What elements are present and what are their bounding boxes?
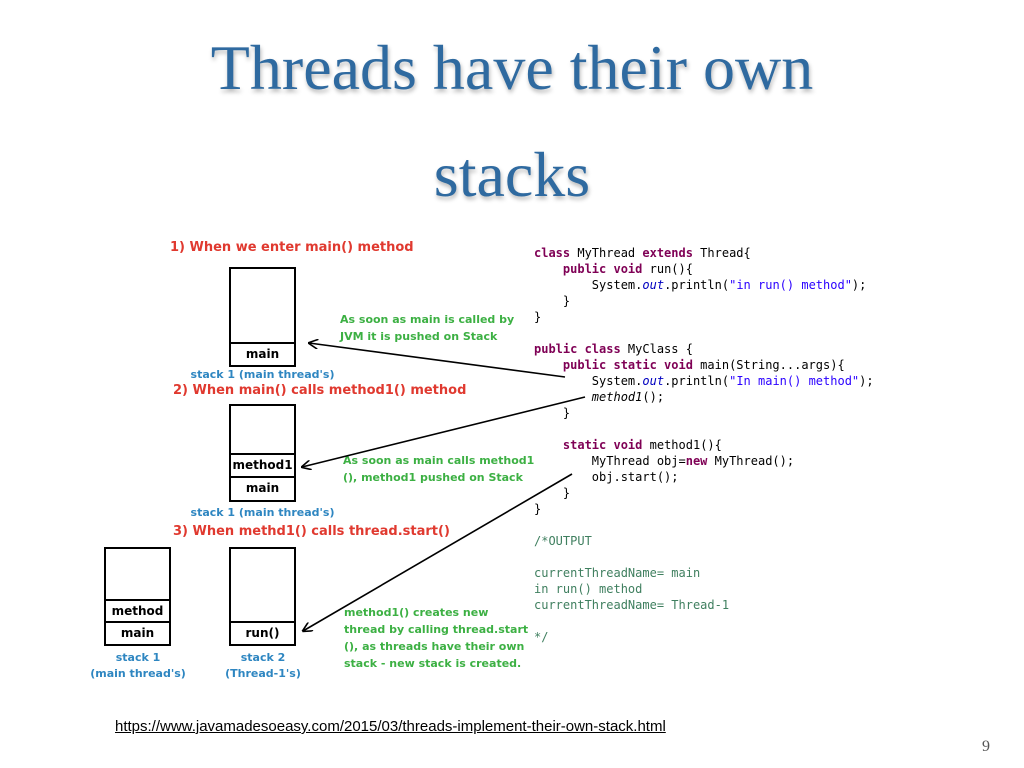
arrow-start-to-stack2 <box>303 473 573 631</box>
code-line: } <box>534 310 542 324</box>
code-line: public static void main(String...args){ <box>562 358 845 372</box>
step3-frame-main: main <box>104 621 171 646</box>
code-listing: class MyThread extends Thread{ public vo… <box>534 245 874 645</box>
code-line: obj.start(); <box>534 470 679 484</box>
step3-main-stack-label-line-1: stack 1 <box>115 651 161 664</box>
step2-frame-method1: method1 <box>229 453 296 478</box>
step3-note-line-4: stack - new stack is created. <box>344 657 522 670</box>
step3-frame-run: run() <box>229 621 296 646</box>
source-url-link[interactable]: https://www.javamadesoeasy.com/2015/03/t… <box>115 718 666 735</box>
code-line: currentThreadName= main <box>534 566 701 580</box>
step1-stack-label: stack 1 (main thread's) <box>190 368 335 381</box>
slide-title-line-2: stacks <box>433 139 591 210</box>
code-line: */ <box>534 630 549 644</box>
code-line: System.out.println("in run() method"); <box>534 278 867 292</box>
step3-note-line-1: method1() creates new <box>344 606 489 619</box>
code-line: } <box>534 486 571 500</box>
step3-thread-stack-label-line-2: (Thread-1's) <box>225 667 301 680</box>
step1-note: As soon as main is called by JVM it is p… <box>340 311 514 345</box>
arrow-main-to-stack1 <box>309 343 566 378</box>
step3-thread-stack-label-line-1: stack 2 <box>240 651 286 664</box>
step3-heading: 3) When methd1() calls thread.start() <box>173 524 450 539</box>
step3-note-line-2: thread by calling thread.start <box>344 623 529 636</box>
arrow-method1-to-stack1 <box>302 396 586 467</box>
step2-frame-main: main <box>229 476 296 502</box>
code-line: currentThreadName= Thread-1 <box>534 598 730 612</box>
step3-main-stack-label: stack 1 (main thread's) <box>78 650 198 682</box>
code-line: } <box>534 502 542 516</box>
step2-stack-box: method1 main <box>229 404 296 502</box>
step1-heading: 1) When we enter main() method <box>170 240 414 255</box>
code-line: public class MyClass { <box>534 342 693 356</box>
step3-main-stack-box: method main <box>104 547 171 646</box>
code-line: static void method1(){ <box>562 438 722 452</box>
code-line: in run() method <box>534 582 643 596</box>
step3-thread-stack-box: run() <box>229 547 296 646</box>
step3-main-stack-label-line-2: (main thread's) <box>90 667 186 680</box>
code-line: class MyThread extends Thread{ <box>534 246 751 260</box>
step1-stack-box: main <box>229 267 296 367</box>
code-line: public void run(){ <box>562 262 693 276</box>
step2-heading: 2) When main() calls method1() method <box>173 383 467 398</box>
step3-note-line-3: (), as threads have their own <box>344 640 525 653</box>
code-line: method1(); <box>591 390 665 404</box>
code-line: } <box>534 406 571 420</box>
code-line: } <box>534 294 571 308</box>
step1-note-line-2: JVM it is pushed on Stack <box>340 330 498 343</box>
page-number: 9 <box>982 738 990 755</box>
step1-note-line-1: As soon as main is called by <box>340 313 515 326</box>
step3-note: method1() creates new thread by calling … <box>344 604 528 672</box>
step2-note-line-2: (), method1 pushed on Stack <box>343 471 523 484</box>
code-line: MyThread obj=new MyThread(); <box>534 454 795 468</box>
step3-thread-stack-label: stack 2 (Thread-1's) <box>203 650 323 682</box>
code-line: System.out.println("In main() method"); <box>534 374 874 388</box>
code-line: /*OUTPUT <box>534 534 592 548</box>
step2-stack-label: stack 1 (main thread's) <box>190 506 335 519</box>
step2-note-line-1: As soon as main calls method1 <box>343 454 535 467</box>
step3-frame-method: method <box>104 599 171 623</box>
slide-title-line-1: Threads have their own <box>210 32 814 103</box>
step1-frame-main: main <box>229 342 296 367</box>
step2-note: As soon as main calls method1 (), method… <box>343 452 534 486</box>
